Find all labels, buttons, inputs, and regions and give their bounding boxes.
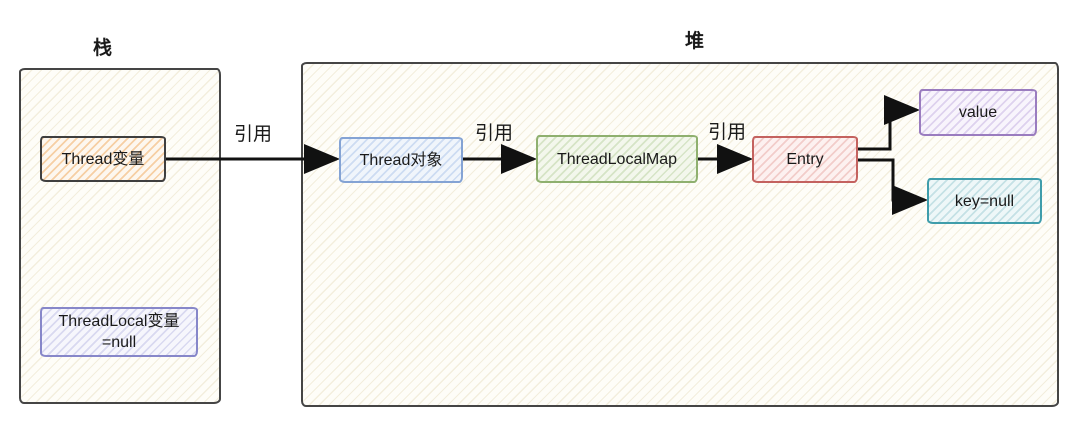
node-entry: Entry (752, 136, 858, 183)
node-value: value (919, 89, 1037, 136)
node-key-null: key=null (927, 178, 1042, 224)
heap-region-title: 堆 (684, 31, 706, 52)
node-threadlocalmap: ThreadLocalMap (536, 135, 698, 183)
node-threadlocalmap-label: ThreadLocalMap (556, 150, 678, 168)
edge-label-ref-3: 引用 (707, 122, 747, 143)
node-thread-var: Thread变量 (40, 136, 166, 182)
node-threadlocal-var-line1: ThreadLocal变量 (58, 313, 180, 330)
edge-label-ref-1: 引用 (233, 124, 273, 145)
node-threadlocal-var-line2: =null (101, 334, 137, 351)
edge-label-ref-2: 引用 (474, 123, 514, 144)
node-threadlocal-var: ThreadLocal变量 =null (40, 307, 198, 357)
node-thread-var-label: Thread变量 (61, 150, 145, 168)
node-key-null-label: key=null (954, 192, 1015, 210)
node-thread-obj-label: Thread对象 (359, 151, 443, 169)
node-thread-obj: Thread对象 (339, 137, 463, 183)
node-entry-label: Entry (786, 151, 824, 168)
node-value-label: value (958, 104, 998, 121)
stack-region-title: 栈 (92, 38, 114, 59)
